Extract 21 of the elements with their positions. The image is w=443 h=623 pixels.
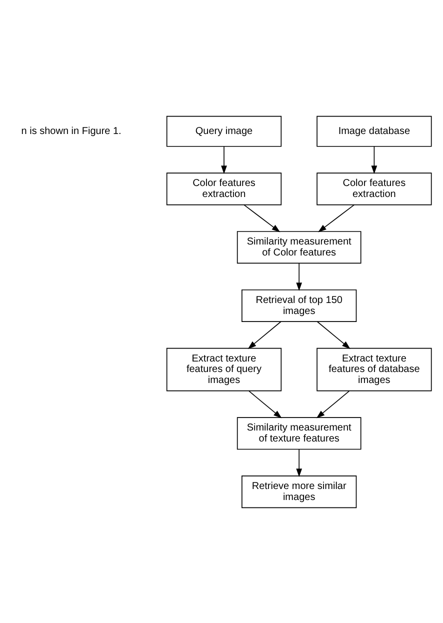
- arrow: [316, 390, 350, 418]
- arrow: [244, 204, 280, 232]
- arrow: [248, 320, 282, 348]
- arrow: [371, 146, 378, 174]
- arrow: [318, 204, 354, 232]
- arrow: [316, 320, 350, 348]
- arrow: [248, 390, 282, 418]
- label: n is shown in Figure 1.: [21, 125, 122, 136]
- node-box: Retrieval of top 150 images: [242, 288, 357, 322]
- node-box: Extract texture features of database images: [316, 347, 432, 391]
- arrow: [296, 448, 302, 476]
- node-box: Query image: [166, 115, 282, 146]
- node-box: Color features extraction: [316, 172, 432, 205]
- node-box: Similarity measurement of Color features: [236, 230, 362, 264]
- node-box: Image database: [316, 115, 432, 146]
- arrow: [296, 262, 302, 290]
- node-box: Similarity measurement of texture features: [236, 416, 362, 450]
- arrow: [221, 146, 227, 174]
- node-box: Extract texture features of query images: [166, 347, 282, 391]
- node-box: Retrieve more similar images: [242, 475, 357, 508]
- node-box: Color features extraction: [166, 172, 282, 205]
